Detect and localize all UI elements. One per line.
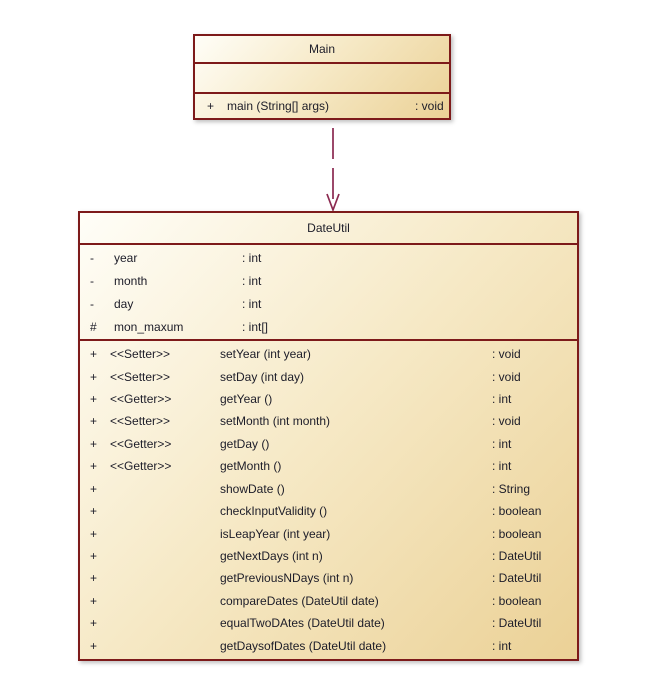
method-signature: getMonth () (220, 459, 282, 474)
visibility-symbol: + (90, 392, 98, 407)
method-signature: checkInputValidity () (220, 504, 328, 519)
method-return-type: : DateUtil (492, 571, 542, 586)
method-return-type: : void (492, 414, 521, 429)
visibility-symbol: + (90, 526, 98, 541)
method-return-type: : boolean (492, 593, 542, 608)
method-row: + showDate () : String (80, 478, 577, 500)
attribute-type: : int (242, 296, 262, 311)
visibility-symbol: # (90, 319, 97, 334)
visibility-symbol: + (90, 347, 98, 362)
class-box-dateutil[interactable]: DateUtil - year : int - month : int - d (78, 211, 579, 661)
method-signature: getYear () (220, 392, 273, 407)
visibility-symbol: + (90, 459, 98, 474)
method-row: + getDaysofDates (DateUtil date) : int (80, 634, 577, 656)
attributes-compartment: - year : int - month : int - day : int (80, 243, 577, 339)
visibility-symbol: - (90, 250, 94, 265)
attribute-type: : int (242, 250, 262, 265)
method-stereotype: <<Getter>> (110, 436, 172, 451)
method-row: + main (String[] args) : void (195, 94, 449, 118)
method-row: + getNextDays (int n) : DateUtil (80, 545, 577, 567)
method-return-type: : String (492, 481, 531, 496)
visibility-symbol: + (90, 616, 98, 631)
method-row: + equalTwoDAtes (DateUtil date) : DateUt… (80, 612, 577, 634)
attribute-name: year (114, 250, 138, 265)
method-signature: setYear (int year) (220, 347, 311, 362)
attributes-compartment-empty (195, 62, 449, 92)
method-return-type: : int (492, 392, 512, 407)
attribute-type: : int[] (242, 319, 269, 334)
method-return-type: : int (492, 638, 512, 653)
dependency-arrowhead-icon (326, 193, 340, 213)
method-return-type: : void (492, 369, 521, 384)
method-return-type: : void (415, 99, 444, 113)
attribute-row: # mon_maxum : int[] (80, 315, 577, 338)
visibility-symbol: - (90, 273, 94, 288)
visibility-symbol: + (90, 593, 98, 608)
visibility-symbol: + (90, 481, 98, 496)
method-return-type: : int (492, 459, 512, 474)
attribute-name: day (114, 296, 134, 311)
visibility-symbol: + (90, 414, 98, 429)
method-signature: setMonth (int month) (220, 414, 331, 429)
method-stereotype: <<Setter>> (110, 347, 171, 362)
method-row: + isLeapYear (int year) : boolean (80, 522, 577, 544)
attribute-type: : int (242, 273, 262, 288)
method-row: + compareDates (DateUtil date) : boolean (80, 590, 577, 612)
method-return-type: : DateUtil (492, 549, 542, 563)
method-return-type: : int (492, 436, 512, 451)
method-signature: setDay (int day) (220, 369, 305, 384)
method-row: + <<Getter>> getYear () : int (80, 388, 577, 410)
method-signature: isLeapYear (int year) (220, 526, 331, 541)
class-title: DateUtil (307, 221, 350, 235)
method-return-type: : DateUtil (492, 616, 542, 631)
method-row: + <<Setter>> setMonth (int month) : void (80, 410, 577, 432)
method-signature: getDay () (220, 436, 270, 451)
method-return-type: : boolean (492, 504, 542, 519)
attribute-row: - month : int (80, 269, 577, 292)
method-stereotype: <<Setter>> (110, 369, 171, 384)
attribute-name: month (114, 273, 148, 288)
method-row: + <<Getter>> getDay () : int (80, 433, 577, 455)
visibility-symbol: + (90, 571, 98, 586)
class-title-compartment: Main (195, 36, 449, 62)
method-stereotype: <<Getter>> (110, 392, 172, 407)
class-title-compartment: DateUtil (80, 213, 577, 243)
methods-compartment: + main (String[] args) : void (195, 92, 449, 118)
method-signature: showDate () (220, 481, 285, 496)
method-row: + <<Setter>> setDay (int day) : void (80, 365, 577, 387)
method-row: + checkInputValidity () : boolean (80, 500, 577, 522)
visibility-symbol: - (90, 296, 94, 311)
attribute-name: mon_maxum (114, 319, 184, 334)
methods-compartment: + <<Setter>> setYear (int year) : void +… (80, 339, 577, 659)
visibility-symbol: + (90, 638, 98, 653)
visibility-symbol: + (90, 369, 98, 384)
method-stereotype: <<Getter>> (110, 459, 172, 474)
method-signature: main (String[] args) (227, 99, 330, 113)
method-row: + <<Setter>> setYear (int year) : void (80, 343, 577, 365)
visibility-symbol: + (90, 504, 98, 519)
method-signature: getPreviousNDays (int n) (220, 571, 354, 586)
method-return-type: : boolean (492, 526, 542, 541)
class-box-main[interactable]: Main + main (String[] args) : void (193, 34, 451, 120)
method-signature: equalTwoDAtes (DateUtil date) (220, 616, 385, 631)
attribute-row: - year : int (80, 246, 577, 269)
class-title: Main (308, 42, 335, 56)
visibility-symbol: + (207, 99, 215, 113)
visibility-symbol: + (90, 549, 98, 563)
method-stereotype: <<Setter>> (110, 414, 171, 429)
method-signature: compareDates (DateUtil date) (220, 593, 379, 608)
method-signature: getNextDays (int n) (220, 549, 323, 563)
method-signature: getDaysofDates (DateUtil date) (220, 638, 387, 653)
method-row: + getPreviousNDays (int n) : DateUtil (80, 567, 577, 589)
attribute-row: - day : int (80, 292, 577, 315)
dependency-arrow[interactable] (322, 119, 344, 213)
method-row: + <<Getter>> getMonth () : int (80, 455, 577, 477)
visibility-symbol: + (90, 436, 98, 451)
method-return-type: : void (492, 347, 521, 362)
